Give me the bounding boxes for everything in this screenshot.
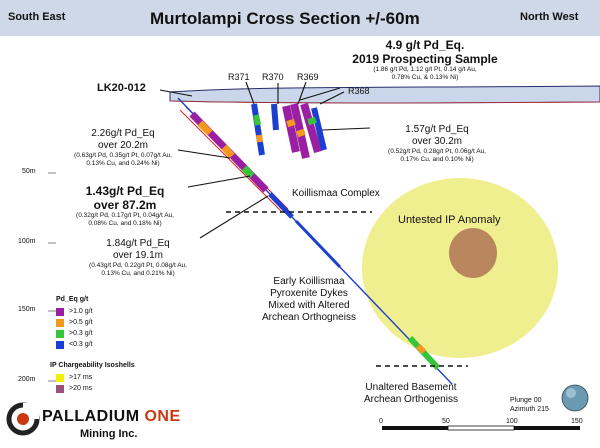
intercept-c-detail-2: 0.13% Cu, and 0.21% Ni) bbox=[101, 270, 175, 277]
dykes-label-3: Mixed with Altered bbox=[268, 300, 350, 311]
basement-label: Unaltered Basement Archean Orthogeniss bbox=[352, 382, 470, 406]
logo-subtitle: Mining Inc. bbox=[80, 428, 138, 440]
intercept-a-length: over 20.2m bbox=[97, 140, 149, 151]
drill-segments bbox=[189, 111, 441, 371]
intercept-c: 1.84g/t Pd_Eq over 19.1m (0.43g/t Pd, 0.… bbox=[75, 238, 201, 278]
hole-label-r371: R371 bbox=[228, 72, 250, 82]
legend-ip-title: IP Chargeability Isoshells bbox=[50, 362, 135, 369]
intercept-b-detail-2: 0.08% Cu, and 0.18% Ni) bbox=[88, 220, 162, 227]
intercept-d-detail-1: (0.52g/t Pd, 0.28g/t Pt, 0.06g/t Au, bbox=[388, 148, 486, 155]
legend-pd-swatch-2 bbox=[56, 329, 64, 338]
legend-pd-item-3: <0.3 g/t bbox=[56, 339, 176, 350]
legend-pd-label-2: >0.3 g/t bbox=[69, 330, 93, 337]
scale-label-0: 0 bbox=[379, 418, 383, 425]
dykes-label-2: Pyroxenite Dykes bbox=[270, 288, 348, 299]
legend-pd-label-0: >1.0 g/t bbox=[69, 308, 93, 315]
ip-anomaly-20ms bbox=[449, 228, 497, 278]
legend-pd-item-2: >0.3 g/t bbox=[56, 328, 176, 339]
legend-ip-swatch-0 bbox=[56, 373, 64, 382]
legend-ip-swatch-1 bbox=[56, 384, 64, 393]
surface-overburden bbox=[169, 85, 600, 104]
sample-title-1: 4.9 g/t Pd_Eq. bbox=[385, 38, 465, 52]
legend-pd-list: >1.0 g/t >0.5 g/t >0.3 g/t <0.3 g/t bbox=[56, 306, 176, 350]
hole-label-r370: R370 bbox=[262, 72, 284, 82]
legend-pd-item-1: >0.5 g/t bbox=[56, 317, 176, 328]
legend-pd-label-3: <0.3 g/t bbox=[69, 341, 93, 348]
legend-pd-label-1: >0.5 g/t bbox=[69, 319, 93, 326]
callout-arrows bbox=[159, 81, 371, 239]
basement-label-2: Archean Orthogeniss bbox=[364, 394, 458, 405]
plunge-label: Plunge 00 bbox=[510, 397, 542, 404]
legend-pd-swatch-1 bbox=[56, 318, 64, 327]
scale-bar bbox=[382, 425, 580, 431]
r-hole-cluster bbox=[251, 102, 327, 159]
legend-pd-item-0: >1.0 g/t bbox=[56, 306, 176, 317]
intercept-b-length: over 87.2m bbox=[93, 198, 157, 212]
intercept-b-grade: 1.43g/t Pd_Eq bbox=[85, 184, 165, 198]
legend-ip-item-0: >17 ms bbox=[56, 372, 176, 383]
dykes-label-1: Early Koillismaa bbox=[273, 276, 345, 287]
depth-label-150: 150m bbox=[18, 306, 36, 313]
intercept-a-grade: 2.26g/t Pd_Eq bbox=[91, 128, 155, 139]
header-band bbox=[0, 0, 600, 36]
orientation-globe-icon bbox=[561, 384, 589, 412]
basement-label-1: Unaltered Basement bbox=[365, 382, 457, 393]
hole-label-r368: R368 bbox=[348, 86, 370, 96]
logo-word-palladium: PALLADIUM bbox=[42, 408, 140, 425]
intercept-a-detail-2: 0.13% Cu, and 0.24% Ni) bbox=[86, 160, 160, 167]
legend-pd-title: Pd_Eq g/t bbox=[56, 296, 89, 303]
legend-ip-list: >17 ms >20 ms bbox=[56, 372, 176, 394]
azimuth-label: Azimuth 215 bbox=[510, 406, 549, 413]
intercept-d-detail-2: 0.17% Cu, and 0.10% Ni) bbox=[400, 156, 474, 163]
intercept-d-length: over 30.2m bbox=[411, 136, 463, 147]
legend-pd-swatch-3 bbox=[56, 340, 64, 349]
depth-label-50: 50m bbox=[22, 168, 36, 175]
ip-anomaly-label: Untested IP Anomaly bbox=[398, 214, 501, 226]
south-east-label: South East bbox=[8, 11, 66, 23]
legend-ip-label-0: >17 ms bbox=[69, 374, 93, 381]
intercept-b-detail-1: (0.32g/t Pd, 0.17g/t Pt, 0.04g/t Au, bbox=[76, 212, 174, 219]
logo-word-one: ONE bbox=[144, 408, 181, 425]
scale-label-150: 150 bbox=[571, 418, 583, 425]
intercept-b: 1.43g/t Pd_Eq over 87.2m (0.32g/t Pd, 0.… bbox=[62, 184, 188, 228]
intercept-d: 1.57g/t Pd_Eq over 30.2m (0.52g/t Pd, 0.… bbox=[372, 124, 502, 164]
scale-label-100: 100 bbox=[506, 418, 518, 425]
dykes-label: Early Koillismaa Pyroxenite Dykes Mixed … bbox=[250, 276, 368, 324]
intercept-d-grade: 1.57g/t Pd_Eq bbox=[405, 124, 469, 135]
intercept-a-detail-1: (0.63g/t Pd, 0.35g/t Pt, 0.07g/t Au, bbox=[74, 152, 172, 159]
north-west-label: North West bbox=[520, 11, 579, 23]
legend-ip-label-1: >20 ms bbox=[69, 385, 93, 392]
legend-ip-item-1: >20 ms bbox=[56, 383, 176, 394]
dykes-label-4: Archean Orthogneiss bbox=[262, 312, 356, 323]
legend: Pd_Eq g/t >1.0 g/t >0.5 g/t >0.3 g/t <0.3 g… bbox=[50, 296, 176, 394]
intercept-c-length: over 19.1m bbox=[112, 250, 164, 261]
depth-label-200: 200m bbox=[18, 376, 36, 383]
intercept-a: 2.26g/t Pd_Eq over 20.2m (0.63g/t Pd, 0.… bbox=[60, 128, 186, 168]
scale-label-50: 50 bbox=[442, 418, 450, 425]
koillismaa-complex-label: Koillismaa Complex bbox=[292, 188, 380, 199]
sample-detail-1: (1.86 g/t Pd, 1.12 g/t Pt, 0.14 g/t Au, bbox=[373, 66, 477, 73]
legend-pd-swatch-0 bbox=[56, 307, 64, 316]
sample-title-2: 2019 Prospecting Sample bbox=[352, 52, 498, 66]
hole-label-r369: R369 bbox=[297, 72, 319, 82]
surface-line bbox=[169, 100, 600, 104]
intercept-guide-line-1 bbox=[179, 109, 283, 213]
prospecting-sample-callout: 4.9 g/t Pd_Eq. 2019 Prospecting Sample (… bbox=[330, 38, 520, 82]
logo-mark bbox=[6, 402, 40, 436]
intercept-c-detail-1: (0.43g/t Pd, 0.22g/t Pt, 0.08g/t Au, bbox=[89, 262, 187, 269]
logo-wordmark: PALLADIUM ONE bbox=[42, 408, 181, 426]
intercept-c-grade: 1.84g/t Pd_Eq bbox=[106, 238, 170, 249]
hole-label-lk20-012: LK20-012 bbox=[97, 82, 146, 94]
depth-label-100: 100m bbox=[18, 238, 36, 245]
page-title: Murtolampi Cross Section +/-60m bbox=[150, 9, 420, 28]
sample-detail-2: 0.78% Cu, & 0.13% Ni) bbox=[391, 74, 459, 81]
depth-ticks bbox=[48, 172, 56, 382]
